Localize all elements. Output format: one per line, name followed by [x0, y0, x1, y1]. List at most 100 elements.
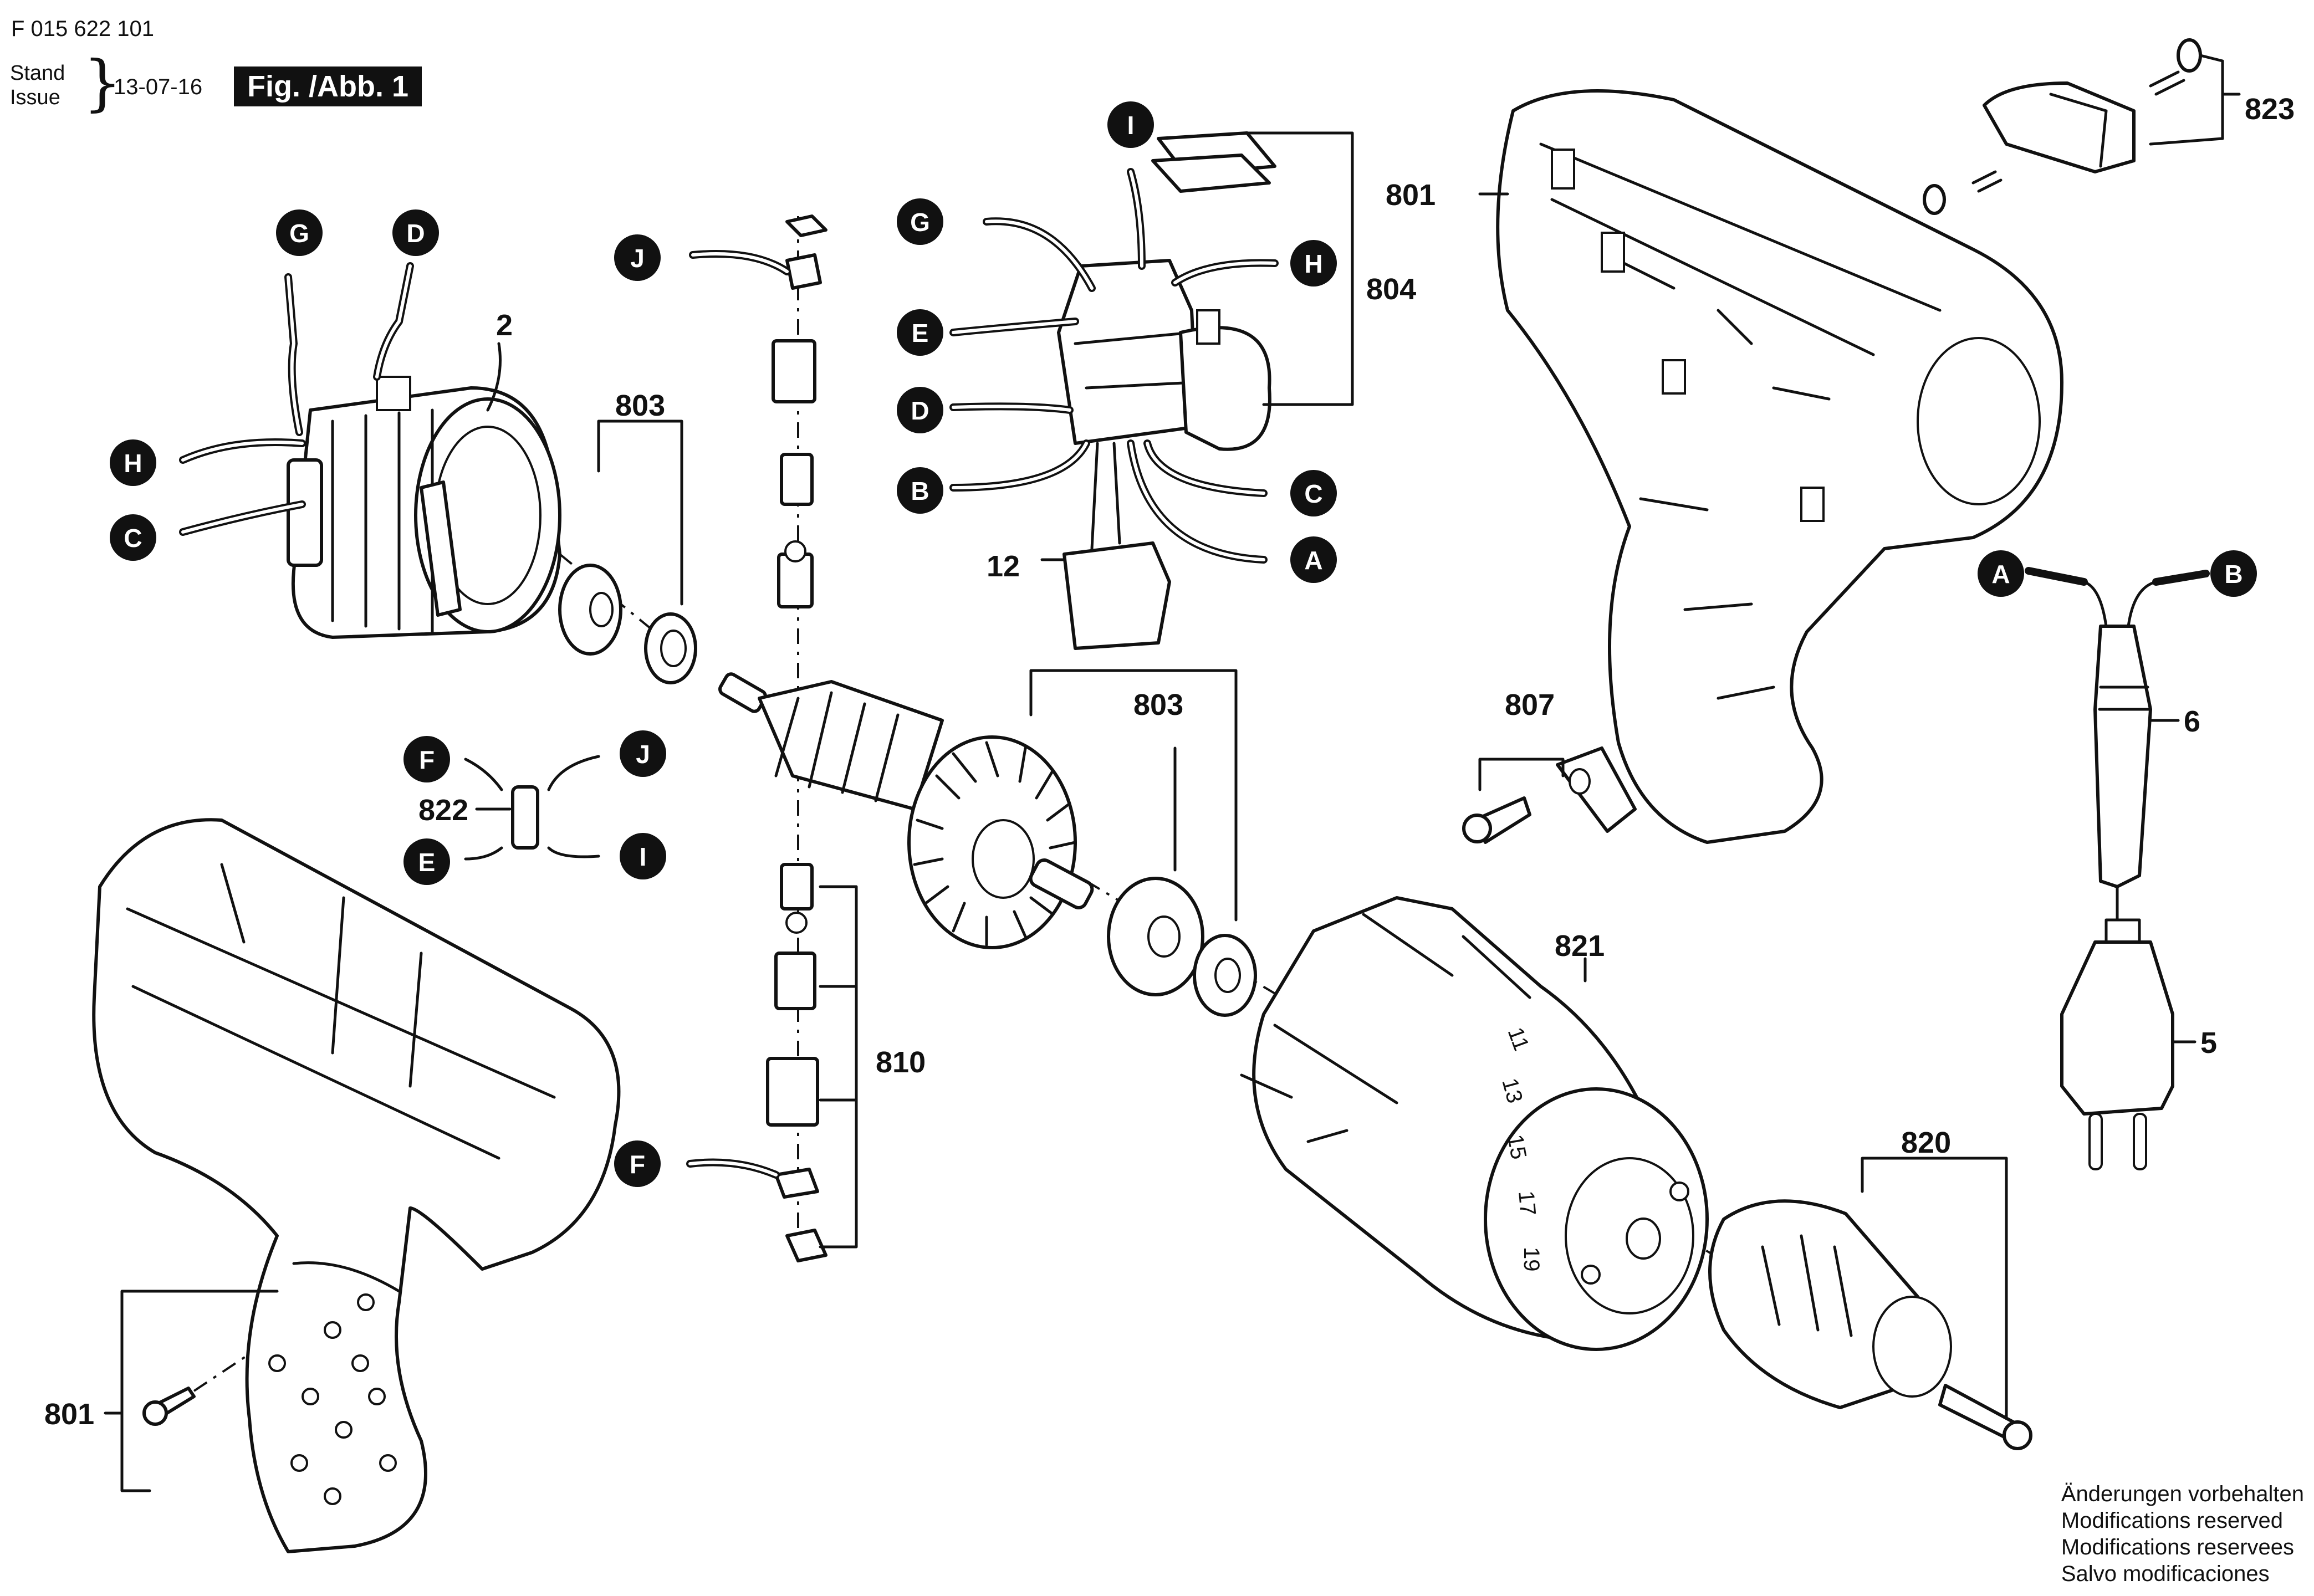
callout-conn-f: F	[403, 736, 450, 782]
callout-switch-a: A	[1290, 536, 1337, 583]
mains-plug	[2060, 918, 2174, 1170]
bracket-801-left	[120, 1290, 279, 1492]
callout-motor-d: D	[392, 209, 439, 256]
leader-2	[486, 342, 502, 412]
part-number-803-lower: 803	[1133, 688, 1183, 722]
callout-motor-g: G	[276, 209, 323, 256]
svg-text:F: F	[419, 745, 435, 774]
brush-stack-upper	[772, 214, 827, 608]
callout-switch-c: C	[1290, 470, 1337, 516]
callout-brush-f: F	[614, 1140, 661, 1187]
svg-text:C: C	[1304, 479, 1322, 508]
svg-text:A: A	[1304, 546, 1322, 575]
svg-text:I: I	[1127, 111, 1135, 140]
bracket-803-upper	[597, 420, 683, 606]
chuck	[1708, 1199, 2032, 1450]
housing-right	[1496, 89, 2063, 844]
svg-text:B: B	[911, 477, 929, 505]
part-number-820: 820	[1901, 1126, 1951, 1159]
gearbox: 11 13 15 17 19	[1240, 896, 1709, 1351]
part-number-803-upper: 803	[615, 389, 665, 422]
callout-switch-i: I	[1107, 101, 1154, 148]
part-number-6: 6	[2184, 705, 2200, 738]
part-number-810: 810	[876, 1046, 926, 1079]
switch-unit	[1057, 131, 1276, 650]
bracket-807	[1478, 758, 1565, 791]
cable-wire-a	[2025, 567, 2088, 586]
callout-switch-b: B	[897, 467, 943, 514]
callout-switch-g: G	[897, 198, 943, 245]
part-number-12: 12	[987, 550, 1020, 583]
housing-left	[92, 818, 621, 1553]
field-coil	[287, 376, 561, 639]
bearing-upper-a	[558, 564, 622, 656]
svg-text:A: A	[1991, 560, 2010, 589]
dial-17: 17	[1514, 1190, 1540, 1216]
callout-cable-b: B	[2210, 550, 2257, 597]
svg-text:G: G	[289, 219, 309, 248]
callout-conn-e: E	[403, 838, 450, 885]
connector-822	[464, 755, 600, 861]
part-number-822: 822	[418, 794, 468, 827]
part-number-801-left: 801	[44, 1398, 94, 1431]
svg-text:E: E	[418, 848, 436, 877]
svg-text:D: D	[406, 219, 425, 248]
part-number-804: 804	[1366, 273, 1416, 306]
bracket-804	[1245, 131, 1354, 406]
modification-notice: Änderungen vorbehalten Modifications res…	[2061, 1481, 2304, 1587]
svg-text:C: C	[124, 524, 142, 553]
svg-text:G: G	[910, 208, 930, 237]
callout-cable-a: A	[1978, 550, 2024, 597]
document-number: F 015 622 101	[11, 17, 154, 41]
notice-en: Modifications reserved	[2061, 1508, 2284, 1533]
bearing-upper-b	[644, 612, 697, 684]
callout-motor-c: C	[110, 514, 156, 561]
svg-text:E: E	[912, 319, 929, 347]
bracket-820	[1861, 1157, 2008, 1420]
notice-es: Salvo modificaciones	[2061, 1562, 2270, 1586]
svg-text:J: J	[636, 740, 650, 769]
power-cable	[2082, 580, 2158, 922]
notice-de: Änderungen vorbehalten	[2061, 1482, 2304, 1506]
brush-holder-wires	[1090, 442, 1121, 550]
cable-wire-b	[2152, 570, 2210, 586]
part-number-801-right: 801	[1386, 178, 1436, 212]
part-number-823: 823	[2245, 93, 2295, 126]
dial-19: 19	[1519, 1247, 1544, 1272]
housing-screw-left	[142, 1387, 196, 1426]
figure-label: Fig. /Abb. 1	[234, 66, 422, 106]
svg-text:I: I	[640, 842, 647, 871]
callout-motor-h: H	[110, 439, 156, 486]
part-number-821: 821	[1555, 929, 1605, 963]
callout-brush-j: J	[614, 234, 661, 281]
notice-fr: Modifications reservees	[2061, 1535, 2295, 1559]
bracket-803-lower	[1029, 669, 1238, 922]
callout-conn-j: J	[620, 730, 666, 777]
brace-glyph: }	[83, 47, 122, 118]
callout-switch-e: E	[897, 309, 943, 356]
callout-switch-d: D	[897, 387, 943, 433]
bearing-lower-b	[1193, 934, 1257, 1017]
bracket-810	[819, 885, 858, 1249]
svg-text:H: H	[124, 449, 142, 478]
brush-stack-lower	[766, 863, 827, 1262]
stand-label: Stand	[10, 62, 65, 85]
bearing-lower-a	[1107, 877, 1204, 996]
issue-label: Issue	[10, 86, 60, 109]
lock-set	[1923, 38, 2202, 215]
part-number-5: 5	[2200, 1026, 2217, 1060]
svg-text:F: F	[630, 1150, 645, 1179]
stand-issue-labels: Stand Issue	[10, 61, 65, 110]
issue-date: 13-07-16	[114, 75, 203, 99]
svg-text:B: B	[2224, 560, 2243, 589]
callout-conn-i: I	[620, 833, 666, 879]
bracket-823	[2149, 54, 2241, 146]
screw-set	[1462, 746, 1637, 844]
svg-text:H: H	[1304, 249, 1322, 278]
armature	[718, 672, 1094, 949]
part-number-807: 807	[1505, 688, 1555, 722]
svg-text:D: D	[911, 396, 929, 425]
svg-text:J: J	[630, 244, 645, 273]
